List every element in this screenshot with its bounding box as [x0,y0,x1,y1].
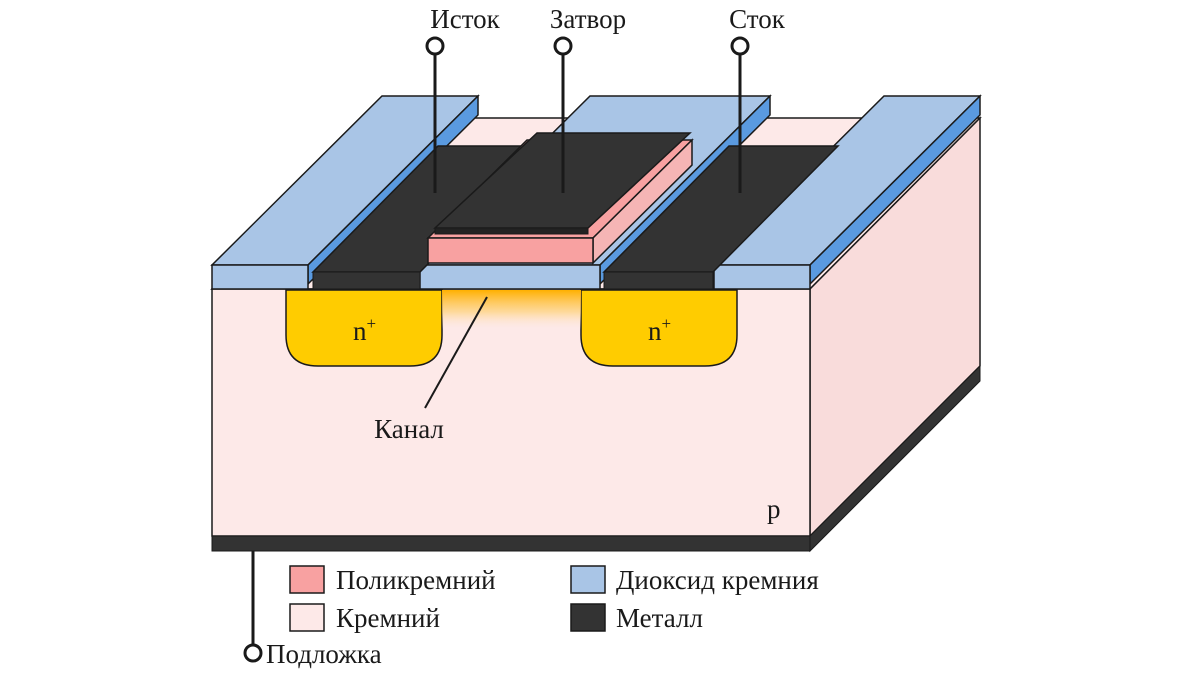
oxide-right-front [713,264,811,290]
n-plus-left-sup: + [367,314,377,333]
n-plus-left-label: n+ [353,314,376,346]
drain-label: Сток [729,4,786,34]
gate-metal-edge [434,227,589,235]
n-plus-right-base: n [648,316,662,346]
gate-terminal-icon [553,36,573,56]
oxide-left-front [211,264,309,290]
labels: Исток Затвор Сток Подложка n+ n+ Канал p [266,4,786,669]
oxide-center-front [419,264,601,290]
p-type-label: p [767,494,781,524]
source-metal-front [312,271,421,290]
substrate-metal-side [809,364,981,553]
substrate-label: Подложка [266,639,382,669]
n-plus-right-region [580,289,738,367]
legend-label-metal: Металл [616,603,703,633]
legend-swatch-metal [570,603,606,632]
legend-swatch-silicon [289,603,325,632]
metal-contacts [311,145,840,290]
gate-label: Затвор [550,4,626,34]
channel-region [442,290,581,330]
drain-metal-front [603,271,714,290]
poly-front [427,237,594,264]
n-plus-right-label: n+ [648,314,671,346]
n-plus-left-base: n [353,316,367,346]
channel-label: Канал [374,414,444,444]
legend-label-polysilicon: Поликремний [336,565,496,595]
legend-swatch-oxide [570,565,606,594]
substrate-terminal-icon [243,643,263,663]
doped-regions [285,289,738,367]
source-terminal-icon [425,36,445,56]
substrate-metal-front [211,535,811,552]
source-label: Исток [430,4,500,34]
n-plus-right-sup: + [662,314,672,333]
legend-label-oxide: Диоксид кремния [616,565,819,595]
legend: Поликремний Кремний Диоксид кремния Мета… [289,565,819,633]
legend-label-silicon: Кремний [336,603,440,633]
legend-swatch-polysilicon [289,565,325,594]
n-plus-left-region [285,289,443,367]
drain-terminal-icon [730,36,750,56]
terminal-leads [243,36,750,663]
channel-pointer [424,296,488,409]
